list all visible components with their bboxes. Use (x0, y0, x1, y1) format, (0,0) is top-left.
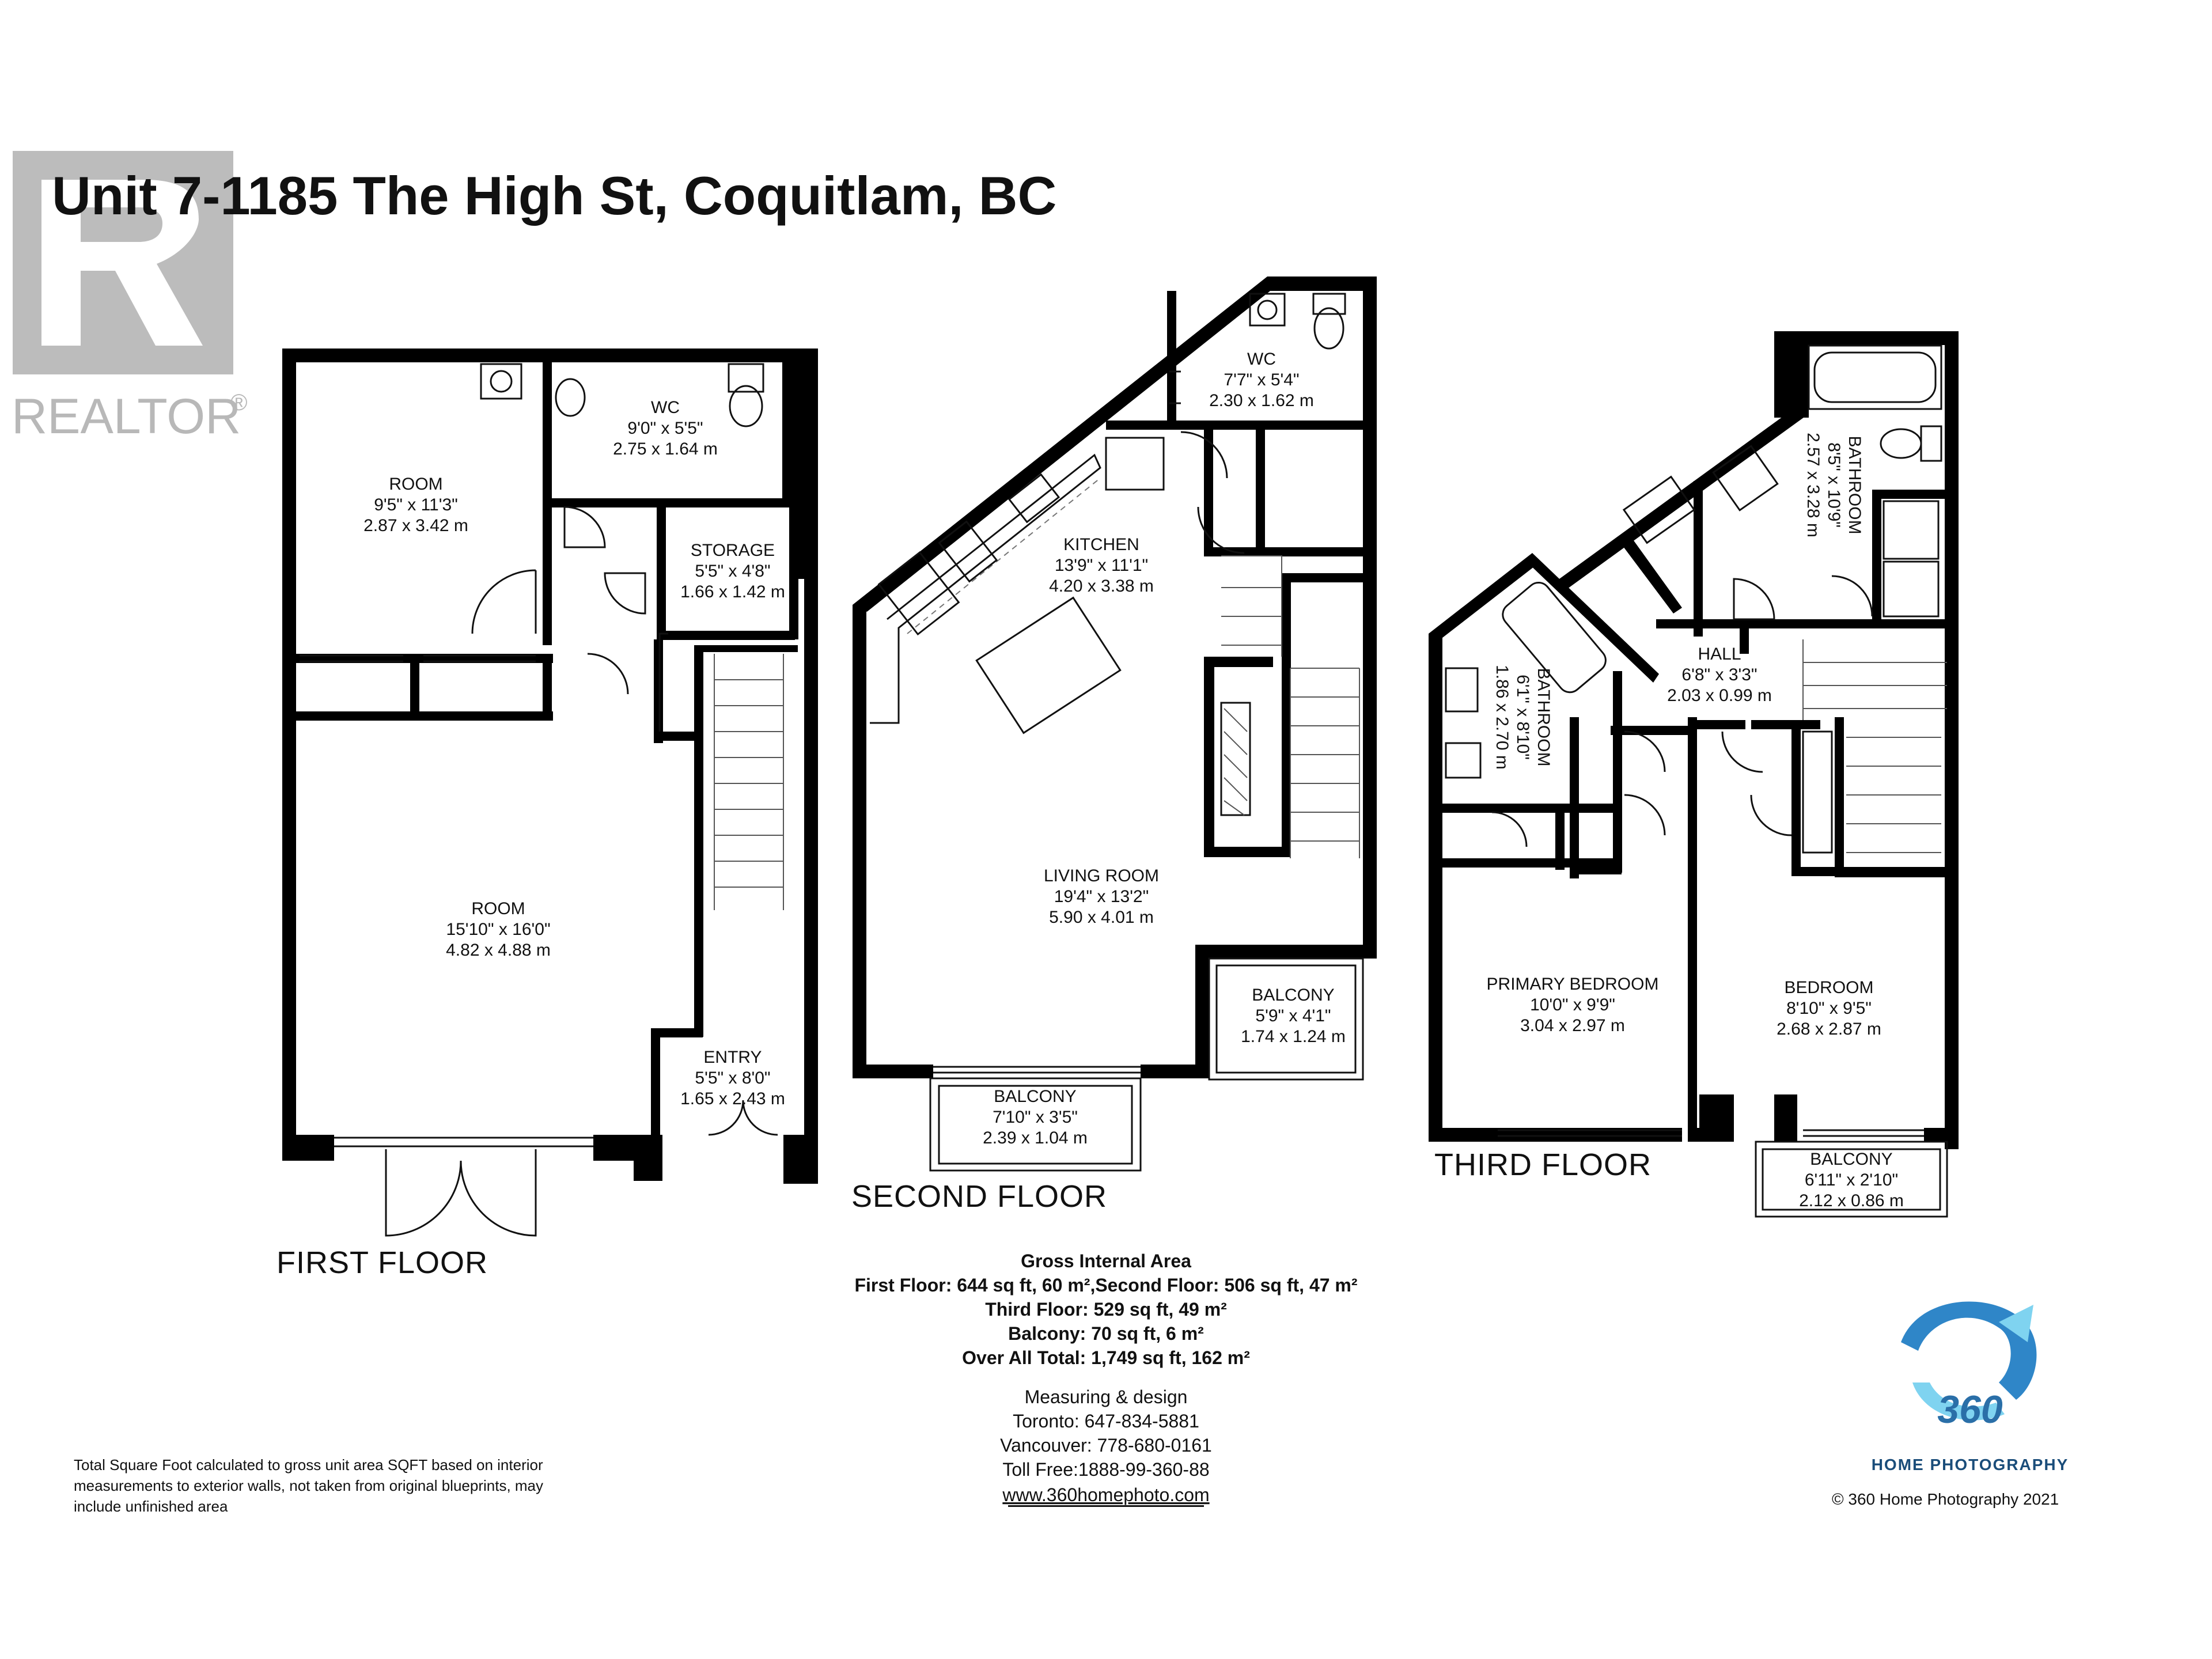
gross-area-line: First Floor: 644 sq ft, 60 m²,Second Flo… (854, 1275, 1357, 1296)
third-floor-fixtures (1445, 344, 1948, 1218)
floor-label: SECOND FLOOR (851, 1179, 1107, 1214)
gross-area-line: Third Floor: 529 sq ft, 49 m² (985, 1299, 1227, 1320)
room-metric: 2.75 x 1.64 m (613, 440, 718, 459)
room-metric: 2.87 x 3.42 m (363, 516, 468, 535)
room-imperial: 6'11" x 2'10" (1805, 1171, 1898, 1190)
first-floor-fixtures (300, 363, 784, 1237)
room-name: BALCONY (1252, 986, 1334, 1005)
room-imperial: 8'5" x 10'9" (1824, 442, 1843, 528)
room-metric: 1.65 x 2.43 m (680, 1089, 785, 1108)
room-metric: 1.66 x 1.42 m (680, 582, 785, 601)
gross-internal-area: Gross Internal Area First Floor: 644 sq … (854, 1251, 1357, 1368)
realtor-registered-mark: ® (230, 390, 247, 415)
room-imperial: 5'5" x 4'8" (695, 562, 770, 581)
room-imperial: 10'0" x 9'9" (1530, 995, 1615, 1014)
copyright: © 360 Home Photography 2021 (1832, 1490, 2059, 1508)
room-metric: 2.68 x 2.87 m (1777, 1020, 1881, 1039)
second-floor-plan: WC 7'7" x 5'4" 2.30 x 1.62 m KITCHEN 13'… (851, 276, 1377, 1214)
third-floor-plan: BATHROOM 8'5" x 10'9" 2.57 x 3.28 m BATH… (1429, 331, 1959, 1218)
logo-mark: 360 (1937, 1388, 2003, 1431)
room-metric: 2.12 x 0.86 m (1799, 1191, 1904, 1210)
room-metric: 4.20 x 3.38 m (1049, 577, 1154, 596)
room-name: BATHROOM (1845, 435, 1864, 534)
disclaimer-line: Total Square Foot calculated to gross un… (74, 1456, 543, 1474)
second-floor-walls (853, 276, 1377, 1078)
room-name: WC (1247, 350, 1276, 369)
room-imperial: 8'10" x 9'5" (1786, 999, 1872, 1018)
logo-name: HOME PHOTOGRAPHY (1872, 1456, 2069, 1474)
floor-label: FIRST FLOOR (276, 1245, 488, 1280)
room-name: WC (651, 398, 680, 417)
website-link[interactable]: www.360homephoto.com (1002, 1484, 1209, 1505)
room-name: ENTRY (703, 1048, 762, 1067)
room-name: STORAGE (691, 541, 775, 560)
room-metric: 4.82 x 4.88 m (446, 941, 551, 960)
contact-line: Vancouver: 778-680-0161 (1000, 1435, 1212, 1456)
room-name: HALL (1698, 645, 1741, 664)
room-imperial: 6'1" x 8'10" (1513, 675, 1532, 760)
room-imperial: 13'9" x 11'1" (1055, 556, 1148, 575)
contact-line: Measuring & design (1025, 1387, 1188, 1407)
room-metric: 1.86 x 2.70 m (1493, 665, 1512, 770)
first-floor-plan: ROOM 9'5" x 11'3" 2.87 x 3.42 m WC 9'0" … (276, 349, 818, 1280)
room-metric: 2.57 x 3.28 m (1804, 433, 1823, 537)
first-floor-walls (282, 349, 818, 1184)
room-name: BALCONY (994, 1087, 1076, 1106)
disclaimer-line: measurements to exterior walls, not take… (74, 1477, 543, 1494)
room-name: PRIMARY BEDROOM (1487, 975, 1659, 994)
room-imperial: 6'8" x 3'3" (1681, 665, 1757, 684)
room-name: KITCHEN (1063, 535, 1139, 554)
gross-area-heading: Gross Internal Area (1021, 1251, 1191, 1271)
360-home-photography-logo: 360 HOME PHOTOGRAPHY © 360 Home Photogra… (1832, 1301, 2069, 1508)
room-name: BATHROOM (1534, 668, 1553, 766)
contact-line: Toll Free:1888-99-360-88 (1002, 1459, 1209, 1480)
room-imperial: 7'10" x 3'5" (993, 1108, 1078, 1127)
third-floor-walls (1429, 331, 1959, 1149)
gross-area-line: Over All Total: 1,749 sq ft, 162 m² (962, 1347, 1250, 1368)
realtor-brand: REALTOR (12, 389, 241, 444)
room-imperial: 9'5" x 11'3" (374, 495, 458, 514)
second-floor-fixtures (870, 293, 1364, 1172)
room-imperial: 5'5" x 8'0" (695, 1069, 770, 1088)
room-name: BEDROOM (1784, 978, 1873, 997)
room-name: ROOM (471, 899, 525, 918)
realtor-logo: REALTOR ® (12, 151, 247, 444)
room-metric: 1.74 x 1.24 m (1241, 1027, 1346, 1046)
contact-line: Toronto: 647-834-5881 (1013, 1411, 1199, 1431)
room-name: LIVING ROOM (1044, 866, 1159, 885)
disclaimer: Total Square Foot calculated to gross un… (74, 1456, 543, 1515)
room-metric: 2.30 x 1.62 m (1209, 391, 1314, 410)
room-metric: 5.90 x 4.01 m (1049, 908, 1154, 927)
room-name: BALCONY (1810, 1150, 1892, 1169)
room-name: ROOM (389, 475, 442, 494)
room-imperial: 15'10" x 16'0" (446, 920, 550, 939)
room-metric: 2.39 x 1.04 m (983, 1128, 1088, 1147)
contact-info: Measuring & design Toronto: 647-834-5881… (1000, 1387, 1212, 1507)
room-imperial: 9'0" x 5'5" (627, 419, 703, 438)
floor-label: THIRD FLOOR (1434, 1147, 1652, 1182)
disclaimer-line: include unfinished area (74, 1498, 228, 1515)
room-metric: 2.03 x 0.99 m (1667, 686, 1772, 705)
room-metric: 3.04 x 2.97 m (1520, 1016, 1625, 1035)
room-imperial: 5'9" x 4'1" (1255, 1006, 1331, 1025)
page-title: Unit 7-1185 The High St, Coquitlam, BC (52, 165, 1056, 226)
gross-area-line: Balcony: 70 sq ft, 6 m² (1008, 1323, 1204, 1344)
room-imperial: 19'4" x 13'2" (1054, 887, 1149, 906)
room-imperial: 7'7" x 5'4" (1224, 370, 1299, 389)
